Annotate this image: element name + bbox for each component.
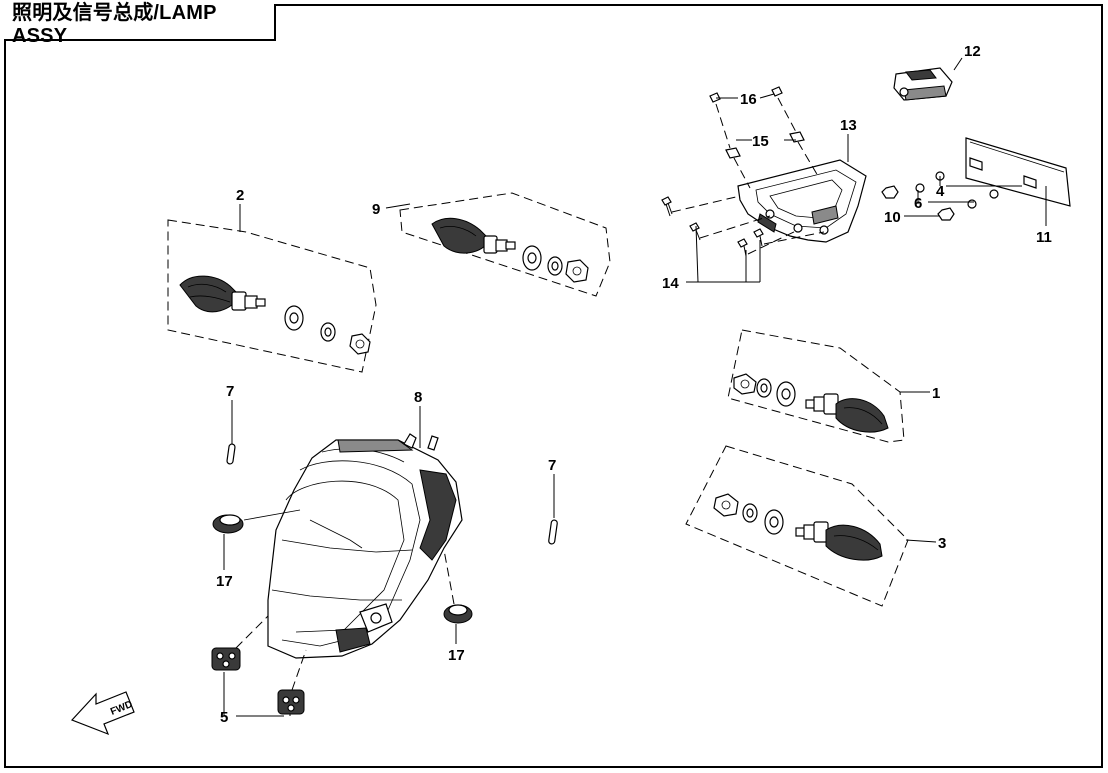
callout-10: 10 (884, 209, 901, 226)
diagram-title: 照明及信号总成/LAMP ASSY (4, 2, 276, 47)
callout-11: 11 (1036, 229, 1052, 246)
drawing-frame (4, 4, 1103, 768)
callout-leaders (223, 57, 1047, 717)
callout-5: 5 (220, 709, 228, 726)
callout-9: 9 (372, 201, 380, 218)
callout-8: 8 (414, 389, 422, 406)
reflector-11 (881, 137, 1071, 221)
pins-7 (226, 443, 558, 545)
callout-15: 15 (752, 133, 769, 150)
callout-17-right: 17 (448, 647, 465, 664)
callout-3: 3 (938, 535, 946, 552)
callout-13: 13 (840, 117, 857, 134)
license-lamp-12 (893, 67, 953, 101)
callout-17-left: 17 (216, 573, 233, 590)
bulbs-5 (211, 615, 307, 715)
callout-14: 14 (662, 275, 679, 292)
turn-signal-9 (399, 192, 611, 297)
callout-4: 4 (936, 183, 945, 200)
grommets-17 (212, 509, 473, 624)
fwd-arrow-icon: FWD (70, 691, 135, 736)
callout-7-right: 7 (548, 457, 556, 474)
callout-6: 6 (914, 195, 922, 212)
turn-signal-3 (685, 445, 909, 607)
turn-signal-1 (727, 329, 905, 443)
callout-12: 12 (964, 43, 981, 60)
license-bracket-13 (661, 86, 867, 257)
callout-2: 2 (236, 187, 244, 204)
callout-7-left: 7 (226, 383, 234, 400)
headlight-8 (267, 433, 463, 659)
callout-1: 1 (932, 385, 940, 402)
callout-16: 16 (740, 91, 757, 108)
turn-signal-2 (167, 219, 377, 373)
